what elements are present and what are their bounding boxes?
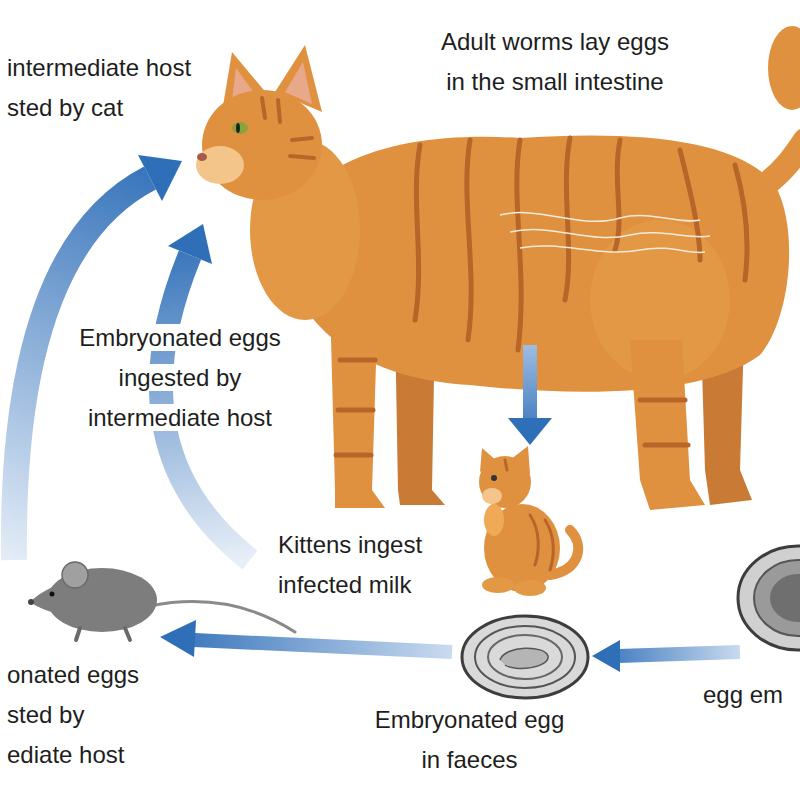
stripe [615, 140, 620, 250]
cat-eye [232, 122, 248, 134]
cat-head-stripes [262, 98, 314, 158]
cat-tail [765, 140, 800, 185]
kitten-paw [482, 577, 514, 593]
kitten-stripes [505, 460, 553, 570]
kitten-muzzle [482, 488, 502, 504]
label-box: onated eggs sted by ediate host [4, 655, 149, 775]
label-box: Adult worms lay eggs in the small intest… [435, 22, 675, 102]
stripe [262, 98, 265, 118]
mouse-legs [76, 628, 130, 640]
stripe [545, 520, 553, 570]
cat-leg [330, 300, 385, 508]
label-box: intermediate host sted by cat [4, 48, 209, 128]
arrow-head [592, 640, 620, 672]
mouse-tail [150, 602, 295, 632]
cycle-arrow-inner [161, 224, 250, 560]
embryonated-egg [462, 616, 588, 698]
kitten-paw-raised [484, 504, 504, 536]
unembryonated-egg [738, 546, 800, 650]
egg-ring [488, 635, 562, 679]
stripe [338, 408, 373, 413]
cat-pupil [236, 123, 240, 133]
cycle-label: Kittens ingest infected milk [275, 531, 425, 598]
stripe [735, 165, 747, 280]
egg-ring [475, 626, 575, 688]
arrow-shaft [194, 640, 452, 652]
arrow-to-mouse [160, 620, 452, 657]
cycle-label: Adult worms lay eggs in the small intest… [438, 28, 672, 95]
stripe [290, 156, 314, 158]
stripe [505, 460, 507, 470]
egg-content [754, 560, 800, 636]
label-box: Embryonated eggs ingested by intermediat… [55, 318, 305, 438]
arrow-head [160, 620, 196, 657]
cat-muzzle [196, 146, 244, 184]
egg-shell [738, 546, 800, 650]
stripe [415, 145, 420, 320]
arrow-head [138, 155, 182, 201]
worms [500, 213, 710, 253]
mouse-eye [50, 592, 55, 597]
stripe [530, 515, 538, 565]
egg-shell [462, 616, 588, 698]
adult-cat [196, 45, 800, 510]
stripe [680, 150, 700, 260]
stripe [292, 138, 312, 140]
cycle-label: intermediate host sted by cat [4, 54, 194, 121]
stripe [340, 358, 375, 363]
egg-core [770, 574, 800, 622]
cat-nose [197, 153, 207, 161]
cat-leg [630, 340, 705, 510]
stripe [336, 453, 371, 458]
label-box: Kittens ingest infected milk [275, 525, 455, 605]
stripe [517, 140, 521, 350]
kitten-head [479, 456, 531, 508]
cycle-label: egg em [700, 681, 786, 708]
worm [500, 213, 700, 222]
cat-stripes [336, 138, 747, 455]
cropped-figure [768, 26, 800, 110]
cycle-label: Embryonated egg in faeces [372, 706, 567, 773]
arrow-head [508, 418, 552, 445]
kitten-paw [514, 580, 546, 596]
larva [500, 648, 548, 668]
kitten-eye [491, 475, 497, 481]
stripe [640, 398, 685, 403]
arrow-shaft [618, 652, 740, 656]
label-box: egg em [700, 675, 786, 715]
stripe [278, 100, 280, 122]
arrow-to-kitten [508, 345, 552, 445]
arrow-shaft [523, 345, 537, 420]
arrow-head [168, 224, 212, 264]
label-box: Embryonated egg in faeces [367, 700, 572, 780]
mouse [28, 562, 295, 640]
mouse-nose [28, 599, 34, 605]
stripe [467, 140, 471, 340]
stripe [645, 443, 688, 448]
worm [520, 246, 705, 253]
worm [510, 229, 710, 237]
mouse-ear [62, 562, 88, 588]
arrow-to-egg [592, 640, 740, 672]
cycle-label: Embryonated eggs ingested by intermediat… [76, 324, 283, 431]
kitten [479, 446, 578, 596]
cycle-label: onated eggs sted by ediate host [4, 661, 142, 768]
